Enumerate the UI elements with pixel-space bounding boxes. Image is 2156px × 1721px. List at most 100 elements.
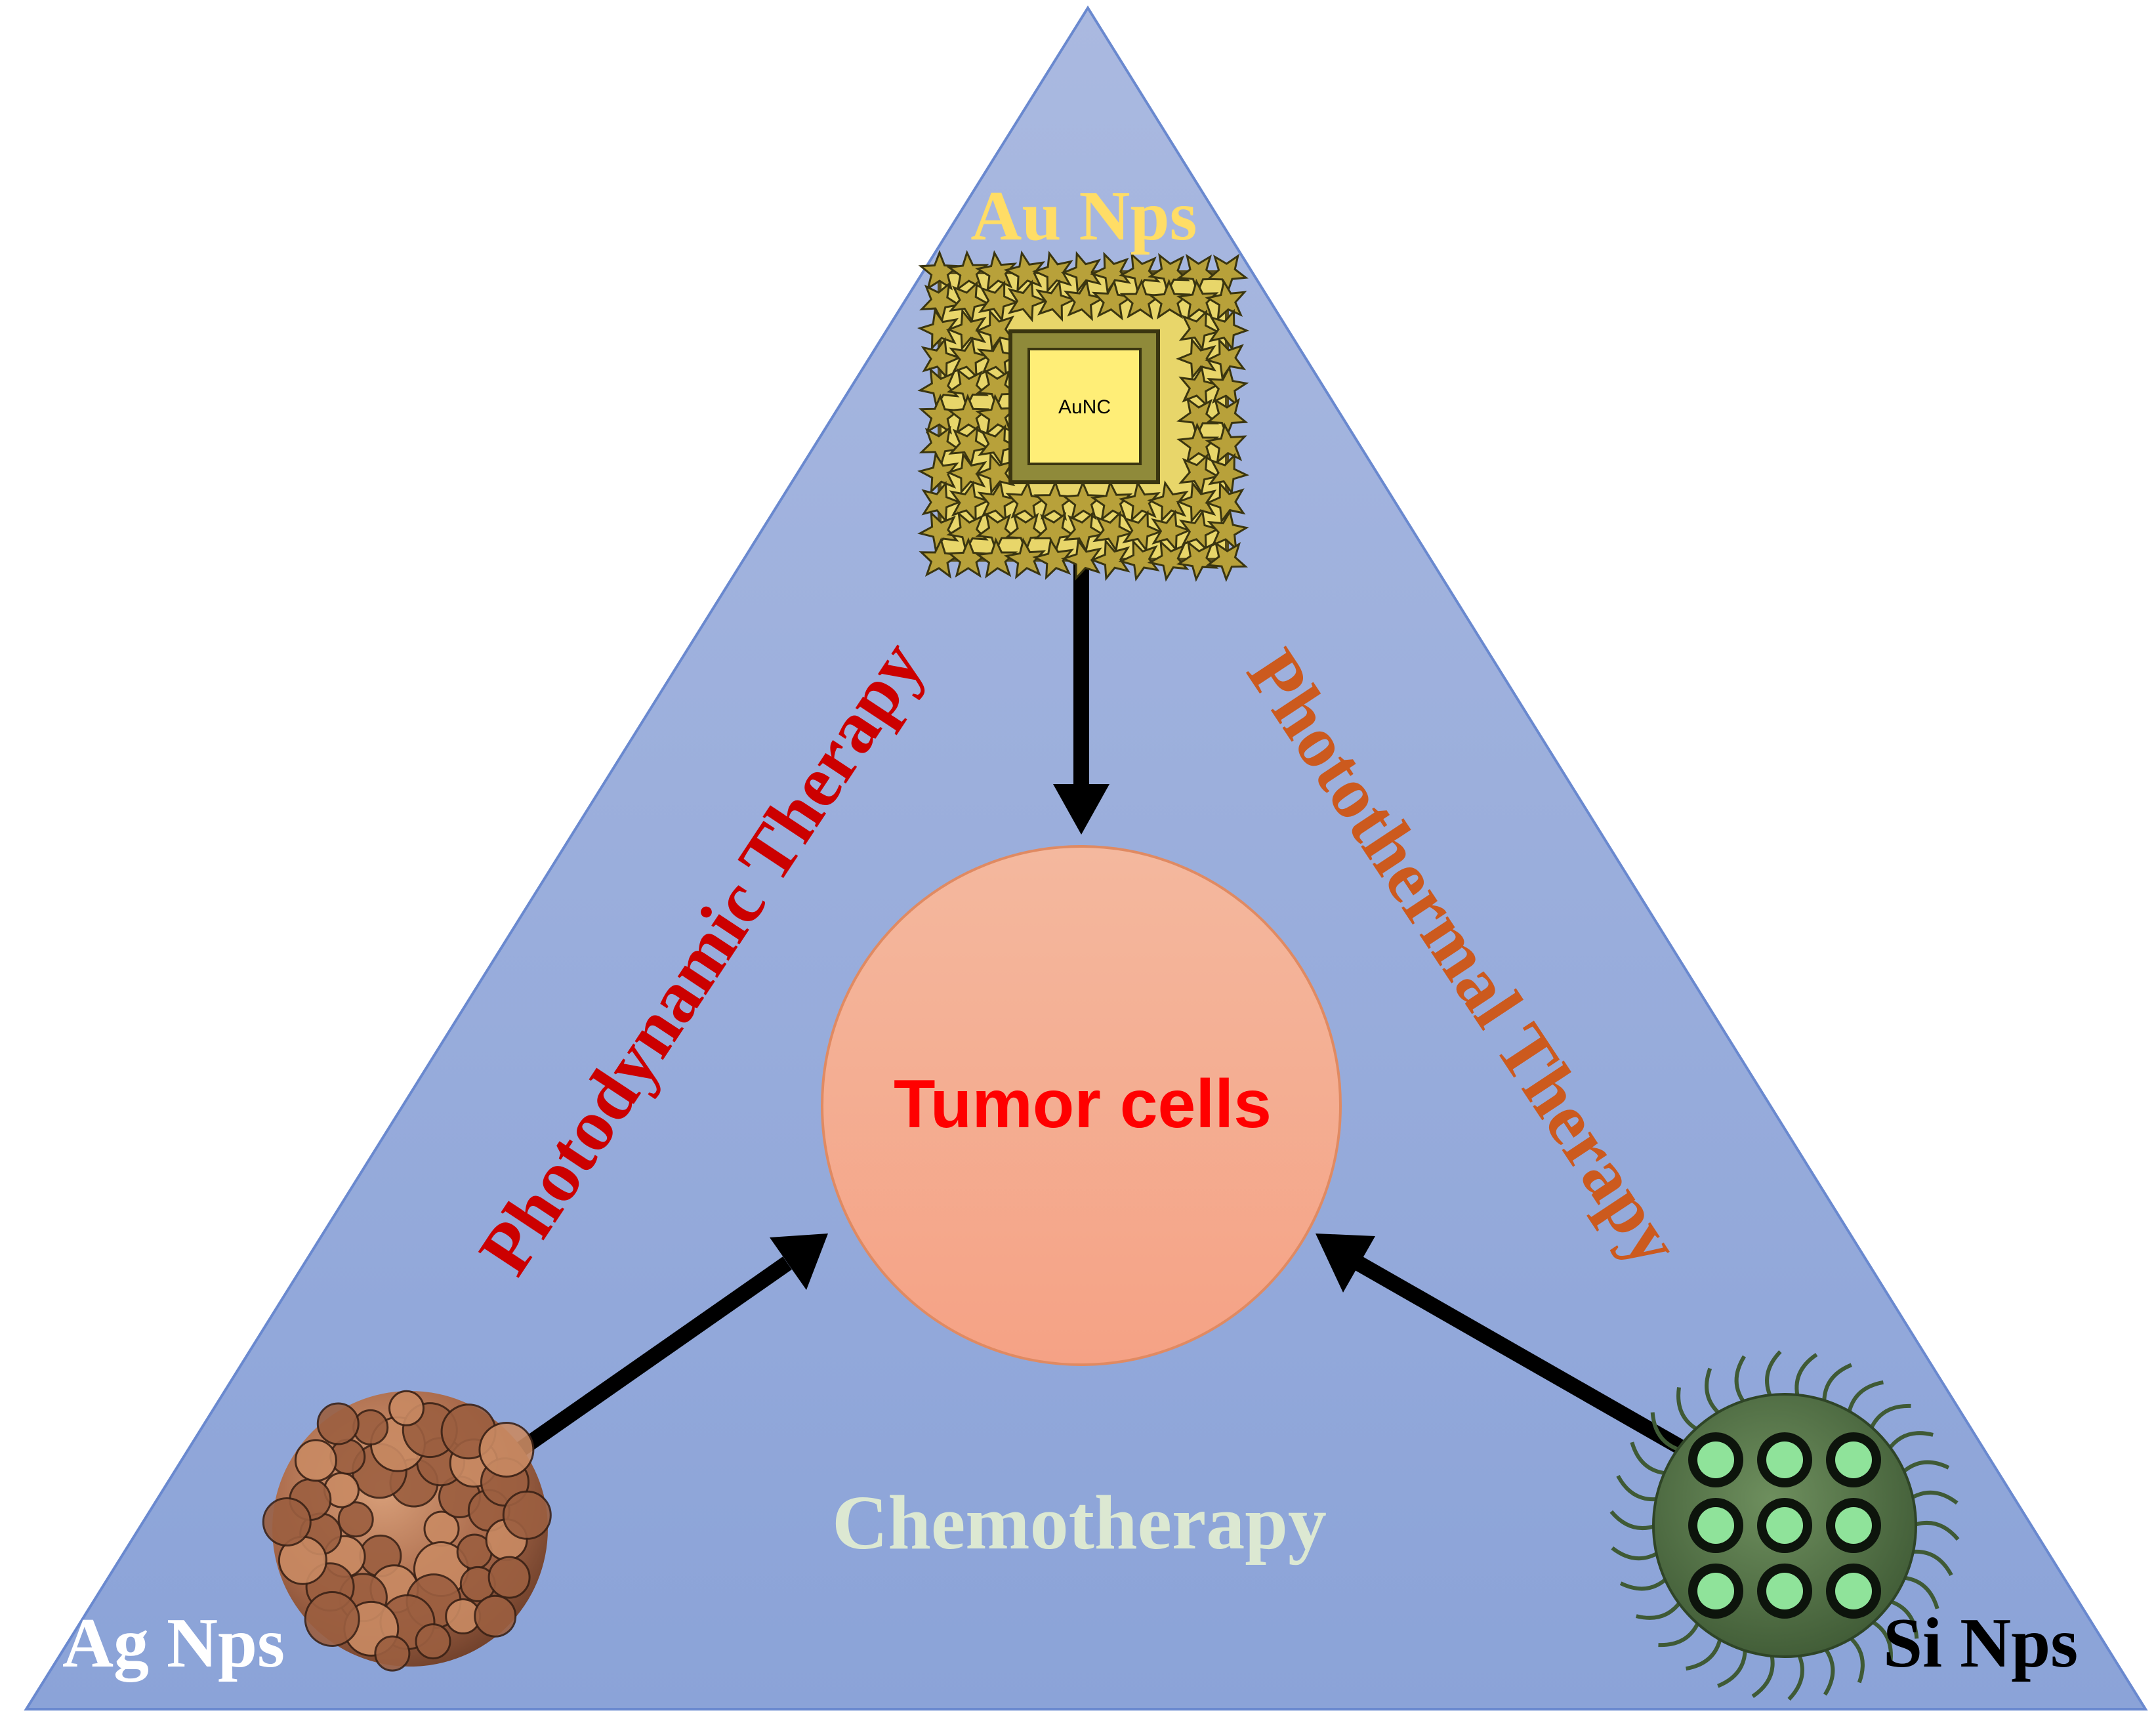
star-icon bbox=[1003, 250, 1046, 293]
star-icon bbox=[978, 280, 1020, 323]
star-icon bbox=[1089, 251, 1132, 295]
cargo-icon bbox=[1766, 1507, 1803, 1544]
ag-nanoparticle-surface bbox=[262, 1390, 552, 1672]
star-icon bbox=[1007, 280, 1048, 323]
star-icon bbox=[1178, 453, 1220, 496]
star-icon bbox=[1176, 540, 1219, 582]
ligand-icon bbox=[1794, 1353, 1818, 1399]
star-icon bbox=[948, 280, 991, 323]
si-nps-label: Si Nps bbox=[1883, 1604, 2078, 1682]
bump-icon bbox=[474, 1594, 517, 1638]
ligand-icon bbox=[1636, 1599, 1683, 1620]
cargo-icon bbox=[1766, 1441, 1803, 1478]
star-icon bbox=[1205, 253, 1249, 295]
star-icon bbox=[1205, 279, 1247, 321]
arrow-au-to-tumor-head bbox=[1053, 784, 1109, 835]
star-icon bbox=[976, 336, 1020, 379]
star-icon bbox=[1176, 337, 1217, 380]
star-icon bbox=[946, 249, 989, 291]
star-icon bbox=[1122, 510, 1163, 553]
ligand-icon bbox=[1751, 1652, 1775, 1698]
star-icon bbox=[974, 452, 1016, 495]
bump-icon bbox=[316, 1402, 360, 1445]
arrow-ag-to-tumor-head bbox=[770, 1234, 828, 1290]
cargo-icon bbox=[1835, 1507, 1872, 1544]
bump-icon bbox=[262, 1497, 312, 1546]
star-icon bbox=[975, 393, 1018, 436]
ligand-icon bbox=[1619, 1576, 1669, 1591]
star-icon bbox=[917, 308, 959, 351]
si-nanoparticle bbox=[1609, 1350, 1960, 1701]
si-nanoparticle-pores bbox=[1688, 1432, 1881, 1619]
ag-nps-label: Ag Nps bbox=[62, 1604, 285, 1682]
arrows bbox=[510, 554, 1684, 1460]
star-icon bbox=[1147, 539, 1190, 582]
ligand-icon bbox=[1705, 1367, 1722, 1417]
star-icon bbox=[1205, 337, 1247, 381]
star-icon bbox=[1205, 422, 1247, 465]
star-icon bbox=[945, 308, 987, 351]
bump-icon bbox=[304, 1591, 360, 1647]
star-icon bbox=[1091, 278, 1134, 321]
star-icon bbox=[921, 337, 963, 380]
ligand-icon bbox=[1609, 1510, 1658, 1531]
star-icon bbox=[946, 511, 989, 554]
ligand-icon bbox=[1887, 1598, 1919, 1639]
ligand-icon bbox=[1676, 1387, 1700, 1432]
arrow-si-to-tumor bbox=[1354, 1256, 1684, 1454]
bump-icon bbox=[415, 1623, 451, 1660]
ligand-icon bbox=[1616, 1474, 1660, 1502]
star-icon bbox=[1148, 278, 1191, 320]
star-icon bbox=[1206, 365, 1249, 407]
ligand-icon bbox=[1611, 1546, 1661, 1561]
star-icon bbox=[917, 510, 959, 553]
bump-icon bbox=[478, 1422, 535, 1478]
au-nps-label: Au Nps bbox=[970, 177, 1197, 255]
star-icon bbox=[949, 480, 991, 524]
ligand-icon bbox=[1650, 1412, 1682, 1453]
ligand-icon bbox=[1734, 1355, 1747, 1405]
star-icon bbox=[1089, 538, 1130, 581]
bump-icon bbox=[388, 1390, 425, 1426]
ligand-icon bbox=[1869, 1619, 1893, 1664]
star-icon bbox=[1205, 541, 1249, 583]
star-icon bbox=[1092, 510, 1134, 553]
tumor-cell-circle bbox=[821, 845, 1342, 1366]
cargo-icon bbox=[1697, 1573, 1734, 1609]
ligand-icon bbox=[1847, 1634, 1865, 1684]
star-icon bbox=[1176, 422, 1220, 464]
ligand-icon bbox=[1658, 1619, 1701, 1648]
star-icon bbox=[1176, 278, 1219, 321]
arrow-si-to-tumor-head bbox=[1316, 1234, 1375, 1293]
star-icon bbox=[1005, 480, 1048, 522]
ligand-icon bbox=[1911, 1520, 1960, 1541]
ligand-icon bbox=[1787, 1651, 1804, 1701]
bump-icon bbox=[294, 1439, 337, 1482]
star-icon bbox=[978, 424, 1020, 467]
star-icon bbox=[1035, 279, 1077, 322]
au-nanoparticle-core bbox=[1027, 348, 1142, 465]
star-icon bbox=[1208, 308, 1250, 352]
ligand-icon bbox=[1909, 1549, 1953, 1577]
star-icon bbox=[1060, 251, 1102, 294]
star-icon bbox=[1032, 537, 1074, 580]
cargo-icon bbox=[1697, 1441, 1734, 1478]
bump-icon bbox=[374, 1635, 411, 1672]
au-nanoparticle: AuNC bbox=[917, 249, 1250, 583]
star-icon bbox=[1063, 511, 1106, 553]
cargo-icon bbox=[1697, 1507, 1734, 1544]
ligand-icon bbox=[1868, 1403, 1911, 1432]
star-icon bbox=[1118, 539, 1160, 582]
star-icon bbox=[1176, 480, 1217, 524]
star-icon bbox=[1151, 509, 1192, 552]
star-icon bbox=[917, 451, 959, 494]
ligand-icon bbox=[1717, 1647, 1747, 1688]
star-icon bbox=[975, 250, 1018, 293]
ligand-icon bbox=[1846, 1380, 1884, 1415]
star-icon bbox=[946, 367, 989, 410]
arrow-ag-to-tumor bbox=[510, 1256, 792, 1460]
bump-icon bbox=[337, 1501, 374, 1538]
ligand-icon bbox=[1822, 1646, 1835, 1696]
au-nanoparticle-stars bbox=[917, 249, 1250, 583]
bump-icon bbox=[487, 1556, 531, 1599]
